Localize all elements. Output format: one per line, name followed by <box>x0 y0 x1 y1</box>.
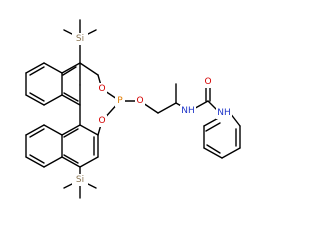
oxygen-label-ester: O <box>136 96 143 106</box>
chemical-structure-diagram: Si Si O O P O NH O NH <box>25 19 241 199</box>
oxygen-label-ring-top: O <box>98 84 105 94</box>
oxygen-label-carbonyl: O <box>204 77 211 87</box>
atom-labels: Si Si O O P O NH O NH <box>72 33 232 186</box>
silicon-label-top: Si <box>76 34 84 44</box>
nitrogen-label-left: NH <box>181 106 195 116</box>
phosphorus-label: P <box>117 96 123 106</box>
silicon-label-bottom: Si <box>76 175 84 185</box>
bond-lines <box>25 19 241 199</box>
oxygen-label-ring-bottom: O <box>98 116 105 126</box>
nitrogen-label-right: NH <box>217 108 231 118</box>
